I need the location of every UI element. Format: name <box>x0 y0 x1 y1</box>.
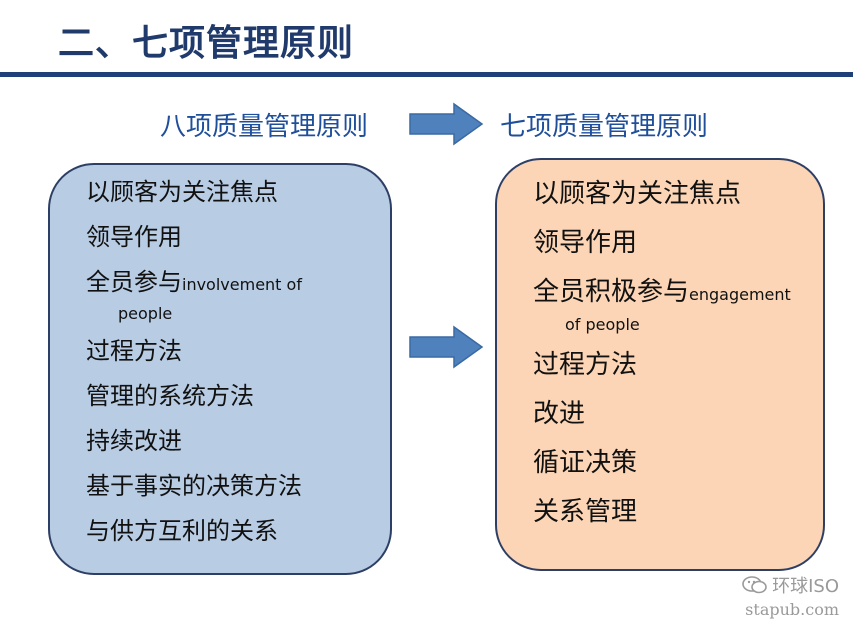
list-item: 以顾客为关注焦点 <box>533 179 742 209</box>
eight-principles-box: 以顾客为关注焦点 领导作用 全员参与involvement of people 过… <box>48 163 392 575</box>
list-item: 基于事实的决策方法 <box>86 472 302 500</box>
item-english: engagement <box>689 285 791 304</box>
item-label: 全员参与 <box>86 268 182 296</box>
list-item: 过程方法 <box>533 350 638 380</box>
list-item: 持续改进 <box>86 427 182 455</box>
watermark: 环球ISO stapub.com <box>742 572 839 619</box>
list-item: 以顾客为关注焦点 <box>86 178 278 206</box>
list-item: 全员积极参与engagement of people <box>533 276 791 335</box>
item-label: 全员积极参与 <box>533 277 690 307</box>
item-english-continued: of people <box>565 315 640 334</box>
list-item: 改进 <box>533 399 586 429</box>
eight-principles-heading: 八项质量管理原则 <box>160 112 369 142</box>
list-item: 循证决策 <box>533 448 638 478</box>
watermark-brand: 环球ISO <box>772 576 839 597</box>
wechat-icon <box>742 576 767 594</box>
list-item: 管理的系统方法 <box>86 382 254 410</box>
list-item: 领导作用 <box>86 223 182 251</box>
list-item: 关系管理 <box>533 497 638 527</box>
right-arrow-icon <box>409 102 484 146</box>
watermark-site: stapub.com <box>745 600 839 619</box>
list-item: 全员参与involvement of people <box>86 267 302 324</box>
list-item: 领导作用 <box>533 228 638 258</box>
eight-principles-list: 以顾客为关注焦点 领导作用 全员参与involvement of people 过… <box>86 177 302 561</box>
title-divider <box>0 72 853 77</box>
slide-title: 二、七项管理原则 <box>58 23 355 64</box>
right-arrow-icon <box>409 325 484 369</box>
list-item: 与供方互利的关系 <box>86 517 278 545</box>
item-english: involvement of <box>182 275 302 294</box>
list-item: 过程方法 <box>86 337 182 365</box>
seven-principles-heading: 七项质量管理原则 <box>500 112 709 142</box>
item-english-continued: people <box>118 304 173 323</box>
